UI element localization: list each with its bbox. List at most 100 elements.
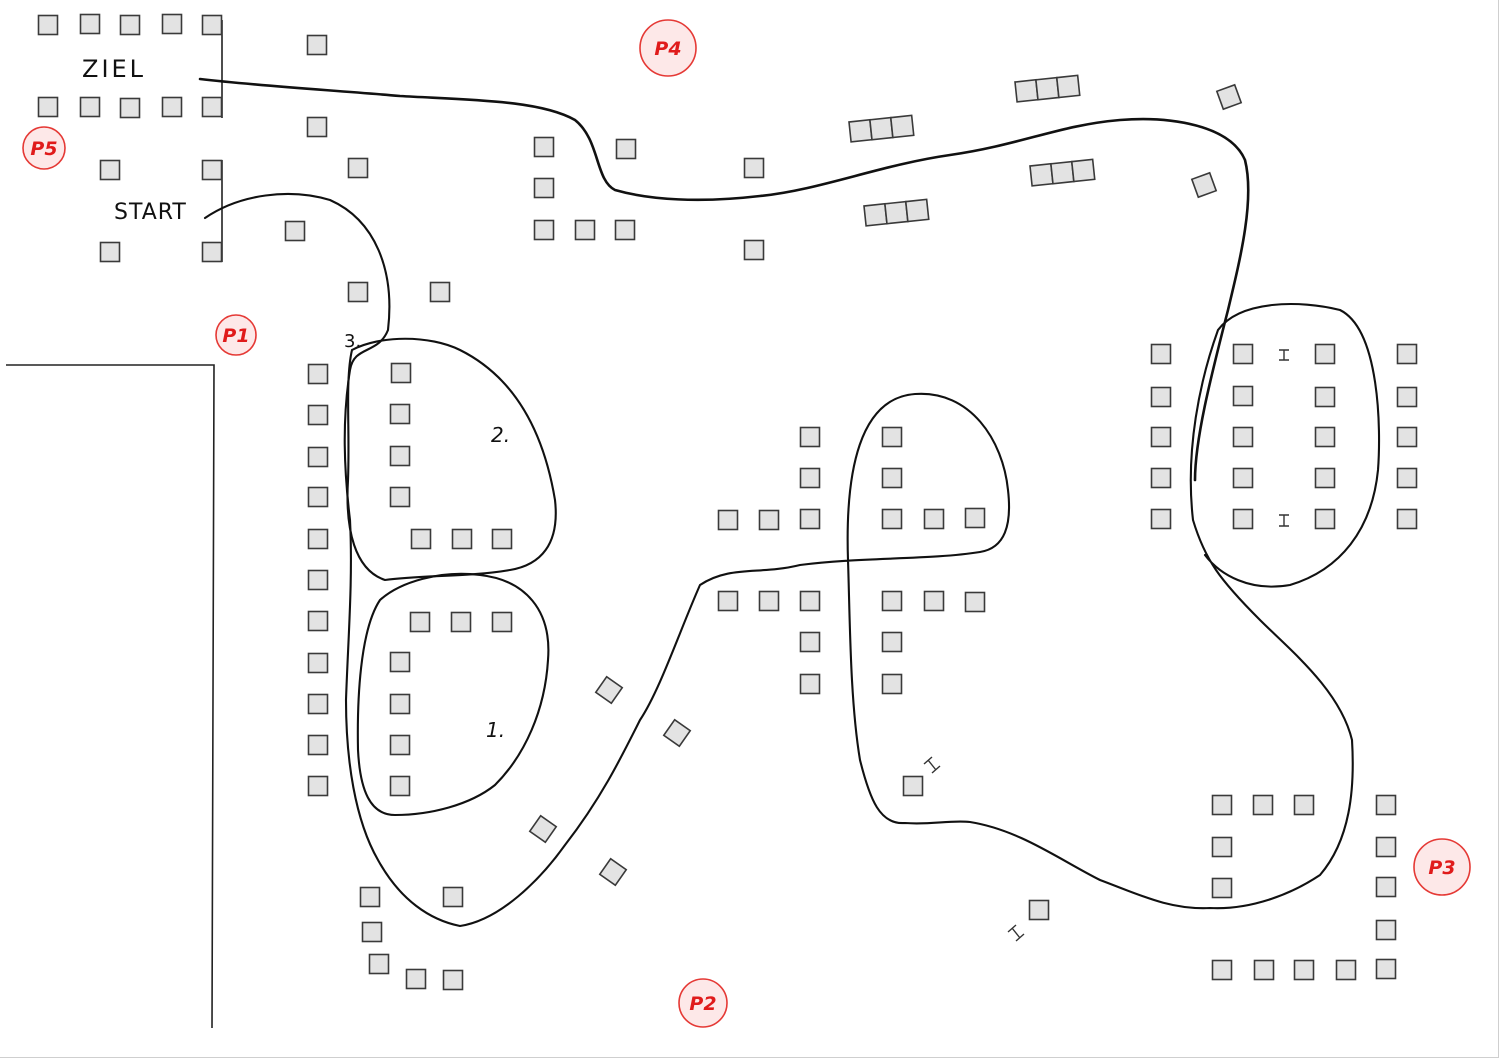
course-line-finish (198, 77, 1250, 482)
obstacle-box (307, 610, 329, 632)
obstacle-box (1396, 343, 1418, 365)
post-label-p1: P1 (222, 325, 249, 347)
obstacle-box (1211, 794, 1233, 816)
obstacle-box (1150, 426, 1172, 448)
obstacle-box (79, 13, 101, 35)
obstacle-box (491, 528, 513, 550)
obstacle-box (1293, 959, 1315, 981)
obstacle-box (1375, 794, 1397, 816)
obstacle-box (1211, 959, 1233, 981)
loop-1 (356, 572, 550, 817)
obstacle-box (881, 467, 903, 489)
obstacle-box (99, 159, 121, 181)
obstacle-box (307, 734, 329, 756)
ziel-label: ZIEL (82, 55, 146, 83)
obstacle-box (307, 652, 329, 674)
obstacle-box (799, 467, 821, 489)
obstacle-box (1314, 426, 1336, 448)
obstacle-box (717, 590, 739, 612)
obstacle-box (119, 97, 141, 119)
obstacle-box (347, 281, 369, 303)
obstacle-box (1314, 343, 1336, 365)
obstacle-box (389, 445, 411, 467)
obstacle-box (717, 509, 739, 531)
obstacle-box (1232, 343, 1254, 365)
obstacle-box (450, 611, 472, 633)
obstacle-box (533, 177, 555, 199)
post-marker-p1: P1 (215, 314, 257, 356)
obstacle-box (923, 590, 945, 612)
post-marker-p5: P5 (22, 126, 66, 170)
obstacle-box (359, 886, 381, 908)
obstacle-box (442, 969, 464, 991)
obstacle-box (409, 611, 431, 633)
post-marker-p2: P2 (678, 978, 728, 1028)
obstacle-box (389, 403, 411, 425)
obstacle-box (1335, 959, 1357, 981)
course-line-main (203, 192, 1381, 928)
obstacle-box (615, 138, 637, 160)
obstacle-box (307, 775, 329, 797)
obstacle-box (389, 775, 411, 797)
obstacle-box (442, 886, 464, 908)
obstacle-box (1314, 467, 1336, 489)
obstacle-box (902, 775, 924, 797)
obstacle-box (1232, 467, 1254, 489)
obstacle-box (405, 968, 427, 990)
obstacle-box (758, 590, 780, 612)
obstacle-box (1396, 386, 1418, 408)
obstacle-box (201, 159, 223, 181)
obstacle-box (1375, 876, 1397, 898)
obstacle-box (964, 507, 986, 529)
obstacle-box (1375, 958, 1397, 980)
obstacle-box (37, 14, 59, 36)
obstacle-box (368, 953, 390, 975)
obstacle-box (1150, 386, 1172, 408)
obstacle-box (574, 219, 596, 241)
obstacle-box (1211, 877, 1233, 899)
obstacle-box (1375, 919, 1397, 941)
obstacle-box (881, 673, 903, 695)
obstacle-box (284, 220, 306, 242)
obstacle-box (1232, 508, 1254, 530)
obstacle-box (307, 528, 329, 550)
obstacle-box (1252, 794, 1274, 816)
obstacle-box (390, 362, 412, 384)
obstacle-box (1150, 343, 1172, 365)
obstacle-box (614, 219, 636, 241)
obstacle-box (429, 281, 451, 303)
obstacle-box (758, 509, 780, 531)
order-label-2: 2. (491, 423, 510, 447)
obstacle-box (799, 673, 821, 695)
obstacle-box (799, 426, 821, 448)
obstacle-box (37, 96, 59, 118)
bench-2 (863, 198, 930, 227)
obstacle-box (491, 611, 513, 633)
post-label-p4: P4 (654, 38, 681, 60)
obstacle-box (1314, 386, 1336, 408)
obstacle-box (307, 486, 329, 508)
obstacle-box (923, 508, 945, 530)
obstacle-box (743, 157, 765, 179)
bench-3 (1014, 74, 1081, 103)
obstacle-box (743, 239, 765, 261)
obstacle-box (201, 14, 223, 36)
obstacle-box (881, 426, 903, 448)
obstacle-box (1211, 836, 1233, 858)
order-label-1: 1. (486, 718, 505, 742)
obstacle-box (799, 631, 821, 653)
loop-2 (346, 337, 557, 582)
obstacle-box (1314, 508, 1336, 530)
obstacle-box (1150, 508, 1172, 530)
start-label: START (114, 200, 187, 225)
obstacle-box (799, 590, 821, 612)
obstacle-box-tilted (594, 675, 624, 705)
obstacle-box (201, 241, 223, 263)
obstacle-box (306, 116, 328, 138)
obstacle-box (161, 96, 183, 118)
obstacle-box (533, 136, 555, 158)
obstacle-box-tilted (1190, 171, 1218, 199)
obstacle-box (1375, 836, 1397, 858)
obstacle-box (307, 363, 329, 385)
